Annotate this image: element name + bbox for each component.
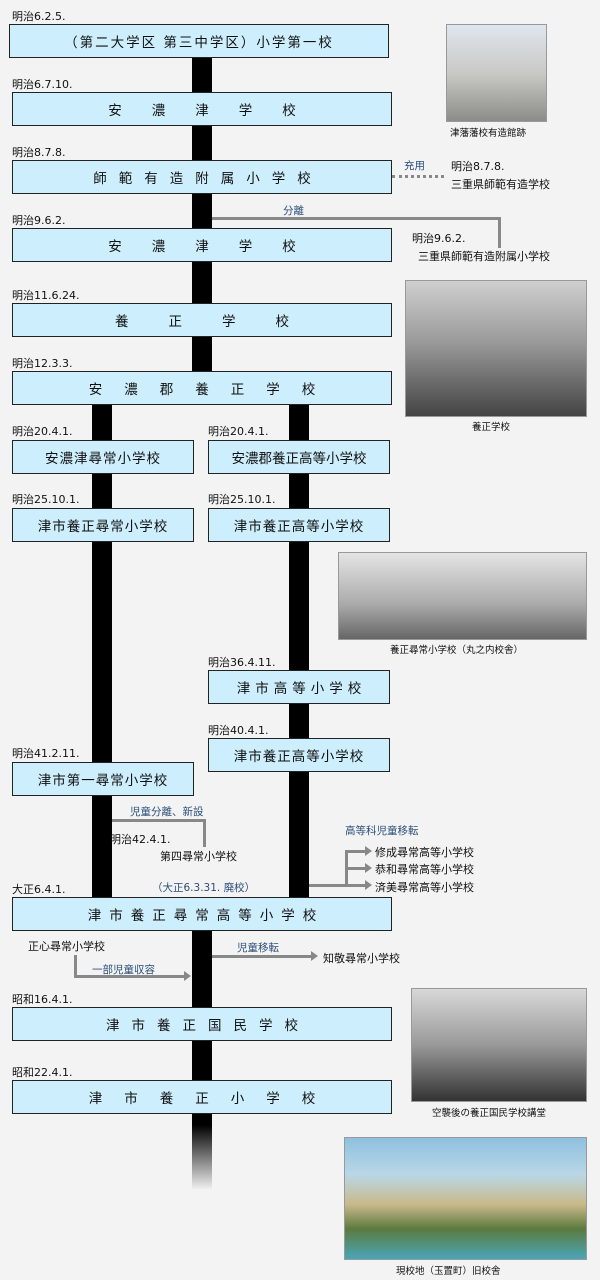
school-name: 第四尋常小学校	[160, 850, 237, 863]
date: 明治9.6.2.	[12, 214, 66, 227]
school-box: 安濃津学校	[12, 92, 392, 126]
connector-line	[74, 975, 184, 978]
school-box: 安濃郡養正高等小学校	[208, 440, 390, 474]
arrow-right-icon	[365, 880, 372, 890]
school-box: 師範有造附属小学校	[12, 160, 392, 194]
left-branch-bar	[92, 404, 112, 898]
school-name: 修成尋常高等小学校	[375, 846, 474, 859]
school-name: 済美尋常高等小学校	[375, 881, 474, 894]
school-box: 津市第一尋常小学校	[12, 762, 194, 796]
date: 大正6.4.1.	[12, 883, 66, 896]
connector-line	[74, 955, 77, 978]
photo-after-air-raid	[411, 988, 587, 1102]
photo-caption: 養正学校	[472, 422, 511, 433]
date: 明治8.7.8.	[451, 160, 505, 173]
school-box: 安濃津尋常小学校	[12, 440, 194, 474]
school-box: 安濃郡養正学校	[12, 371, 392, 405]
connector-label: 児童分離、新設	[130, 806, 204, 818]
school-name: 知敬尋常小学校	[323, 952, 400, 965]
school-box: 津市養正高等小学校	[208, 508, 390, 542]
date: 明治36.4.11.	[208, 656, 276, 669]
date: 明治20.4.1.	[208, 425, 269, 438]
connector-line	[345, 850, 365, 853]
date: 明治20.4.1.	[12, 425, 73, 438]
date: 明治42.4.1.	[110, 833, 171, 846]
school-box: 津市養正高等小学校	[208, 738, 390, 772]
photo-caption: 現校地（玉置町）旧校舎	[396, 1266, 501, 1277]
connector-line	[309, 884, 366, 887]
school-name: 恭和尋常高等小学校	[375, 863, 474, 876]
connector-label: 充用	[404, 160, 425, 172]
date: 明治40.4.1.	[208, 724, 269, 737]
connector-line	[112, 819, 206, 822]
school-name: 三重県師範有造附属小学校	[418, 250, 550, 263]
school-box: 津市養正小学校	[12, 1080, 392, 1114]
connector-label: 児童移転	[237, 942, 279, 954]
arrow-right-icon	[365, 846, 372, 856]
main-timeline-bar-lower	[192, 930, 212, 1190]
connector-label: 高等科児童移転	[345, 825, 419, 837]
photo-caption: 養正尋常小学校（丸之内校舎）	[390, 645, 524, 656]
photo-caption: 空襲後の養正国民学校講堂	[432, 1108, 547, 1119]
date: 明治11.6.24.	[12, 289, 80, 302]
date: 昭和16.4.1.	[12, 993, 73, 1006]
arrow-right-icon	[311, 951, 318, 961]
school-box: 津市養正尋常高等小学校	[12, 897, 392, 931]
connector-line	[212, 217, 501, 220]
photo-marunouchi-building	[338, 552, 587, 640]
connector-label: 分離	[283, 205, 304, 217]
photo-old-building	[344, 1137, 587, 1260]
date: 明治6.7.10.	[12, 78, 73, 91]
school-box: （第二大学区 第三中学区）小学第一校	[9, 24, 389, 58]
school-box: 津市高等小学校	[208, 670, 390, 704]
photo-yosei-school	[405, 280, 587, 417]
dotted-connector	[392, 175, 444, 178]
date: 明治41.2.11.	[12, 747, 80, 760]
school-name: 三重県師範有造学校	[451, 178, 550, 191]
date: 明治25.10.1.	[208, 493, 276, 506]
connector-line	[345, 867, 365, 870]
school-box: 養正学校	[12, 303, 392, 337]
connector-line	[203, 819, 206, 847]
closure-note: （大正6.3.31. 廃校）	[152, 882, 256, 894]
school-box: 津市養正尋常小学校	[12, 508, 194, 542]
connector-line	[498, 217, 501, 248]
right-branch-bar	[289, 404, 309, 898]
arrow-right-icon	[365, 863, 372, 873]
connector-line	[212, 955, 312, 958]
date: 昭和22.4.1.	[12, 1066, 73, 1079]
date: 明治12.3.3.	[12, 357, 73, 370]
photo-yuzokan-site	[446, 24, 547, 122]
arrow-right-icon	[184, 971, 191, 981]
date: 明治8.7.8.	[12, 146, 66, 159]
connector-label: 一部児童収容	[92, 964, 155, 976]
date: 明治25.10.1.	[12, 493, 80, 506]
date: 明治9.6.2.	[412, 232, 466, 245]
photo-caption: 津藩藩校有造館跡	[450, 128, 527, 139]
school-box: 津市養正国民学校	[12, 1007, 392, 1041]
date: 明治6.2.5.	[12, 10, 66, 23]
school-box: 安濃津学校	[12, 228, 392, 262]
school-name: 正心尋常小学校	[28, 940, 105, 953]
